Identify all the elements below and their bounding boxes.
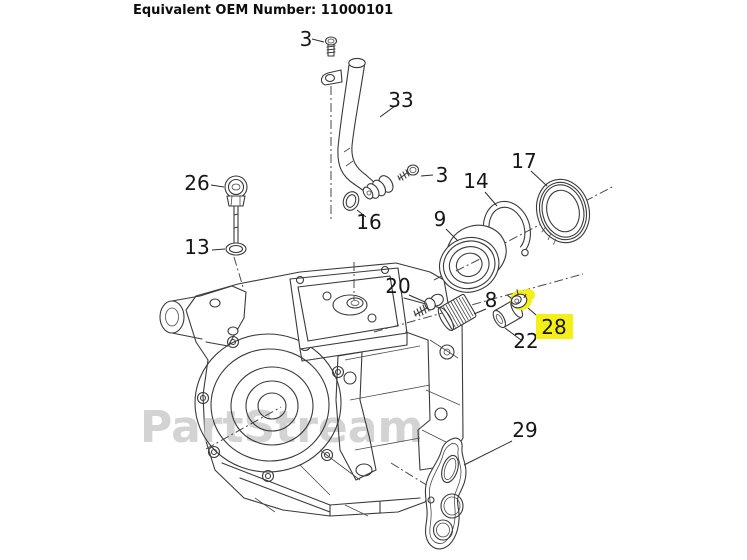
callout-26[interactable]: 26 — [184, 171, 209, 195]
callout-13[interactable]: 13 — [184, 235, 209, 259]
callout-8[interactable]: 8 — [485, 288, 498, 312]
stud-screw-part[interactable] — [413, 292, 445, 317]
callout-9[interactable]: 9 — [434, 207, 447, 231]
oem-number-header: Equivalent OEM Number: 11000101 — [133, 3, 394, 18]
tube-oring-part[interactable] — [341, 190, 362, 213]
bolt-right-part[interactable] — [397, 164, 420, 181]
callout-20[interactable]: 20 — [385, 274, 410, 298]
callout-28-highlight — [536, 314, 573, 339]
dipstick-part[interactable] — [224, 175, 248, 249]
callout-28[interactable]: 28 — [541, 315, 566, 339]
callout-29[interactable]: 29 — [512, 418, 537, 442]
lock-nut-part[interactable] — [506, 287, 535, 310]
needle-bearing-part[interactable] — [435, 293, 477, 333]
callout-33[interactable]: 33 — [388, 88, 413, 112]
centerlines — [205, 86, 615, 490]
bolt-top-part[interactable] — [324, 36, 338, 57]
callout-14[interactable]: 14 — [463, 169, 488, 193]
callout-22[interactable]: 22 — [513, 329, 538, 353]
callout-3-top[interactable]: 3 — [300, 27, 313, 51]
callout-16[interactable]: 16 — [356, 210, 381, 234]
ball-bearing-part[interactable] — [429, 217, 517, 300]
crankcase-housing-detail — [159, 265, 463, 517]
oil-seal-part[interactable] — [530, 173, 597, 248]
callout-3-right[interactable]: 3 — [436, 163, 449, 187]
callout-17[interactable]: 17 — [511, 149, 536, 173]
oil-tube-part[interactable] — [320, 57, 395, 200]
dipstick-oring-part[interactable] — [225, 242, 247, 256]
leader-lines — [210, 38, 548, 466]
bearing-bore-centerline — [455, 257, 483, 272]
